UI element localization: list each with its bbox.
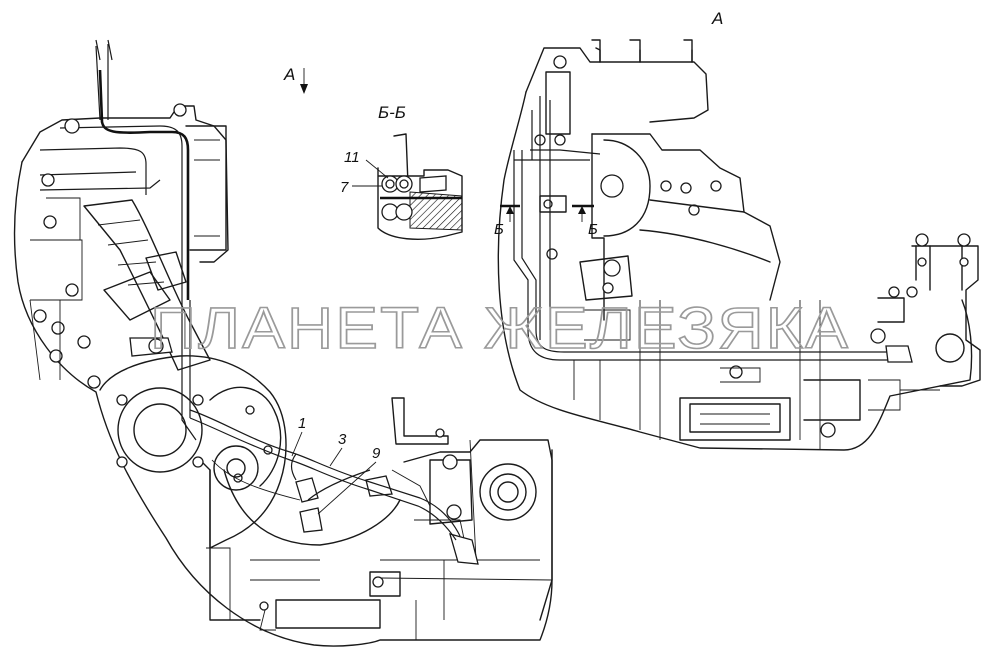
section-mark-left: Б [494,221,504,238]
section-mark-right: Б [588,221,598,238]
callouts: 1 3 9 11 7 [291,149,381,515]
right-cylinder-head [911,245,981,387]
valve-body [403,439,553,621]
callout-3: 3 [338,431,347,448]
callout-11: 11 [344,149,360,166]
right-view-a [497,39,981,451]
section-b-b-title: Б-Б [378,103,406,122]
inclined-pipe [83,199,211,371]
wire-9 [307,469,371,501]
pump-flange [117,387,203,473]
watermark: ПЛАНЕТА ЖЕЛЕЗЯКА [150,296,850,361]
left-view-engine-assembly [13,39,553,647]
view-a-arrow: А [283,65,308,94]
right-view-break-outline [497,91,973,451]
callout-7: 7 [340,179,349,196]
view-a-title: А [711,9,723,28]
section-b-b-detail [352,133,463,240]
tube-1 [189,409,461,537]
left-view-break-outline [13,161,553,647]
view-a-arrow-label: А [283,65,295,84]
top-tube-loop [98,69,190,300]
right-tube-bundle [513,150,900,361]
callout-9: 9 [372,445,381,462]
pump-housing [99,355,287,549]
mounting-bracket [391,397,449,445]
callout-1: 1 [298,415,306,432]
